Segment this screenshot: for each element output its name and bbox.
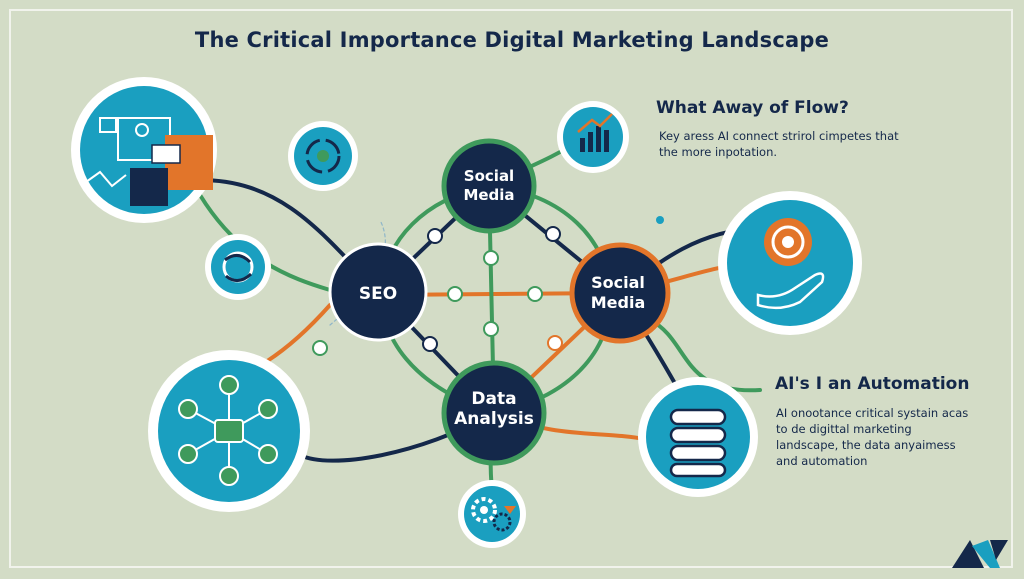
accent-dot (656, 216, 664, 224)
node-seo-label: SEO (359, 284, 397, 304)
junction-dot (545, 226, 561, 242)
node-social-media-top-line2: Media (463, 186, 514, 204)
junctions (312, 216, 664, 356)
node-social-media-right-line1: Social (591, 273, 645, 292)
node-social-media-top: Social Media (441, 138, 537, 234)
node-social-media-right-line2: Media (591, 293, 646, 312)
network-hub-icon (148, 350, 310, 512)
marketing-docs-icon (71, 77, 217, 223)
node-social-media-top-line1: Social (464, 167, 514, 185)
brand-logo-icon (952, 540, 1008, 568)
globe-arrows-icon (205, 234, 271, 300)
junction-dot (527, 286, 543, 302)
cycle-arrows-icon (288, 121, 358, 191)
chart-bars-icon (557, 101, 629, 173)
junction-dot (483, 250, 499, 266)
node-data-analysis: Data Analysis (441, 360, 547, 466)
automation-heading: AI's I an Automation (775, 374, 970, 394)
junction-dot (483, 321, 499, 337)
page-title: The Critical Importance Digital Marketin… (194, 28, 830, 52)
node-data-analysis-line2: Analysis (454, 409, 534, 429)
junction-dot (447, 286, 463, 302)
automation-description: AI onootance critical systain acas to de… (776, 406, 969, 468)
node-social-media-right: Social Media (569, 242, 671, 344)
target-hand-icon (718, 191, 862, 335)
page-border (9, 9, 1013, 568)
junction-dot (547, 335, 563, 351)
flow-heading: What Away of Flow? (656, 98, 849, 118)
node-seo: SEO (328, 242, 428, 342)
node-data-analysis-line1: Data (471, 389, 516, 409)
flow-description: Key aress AI connect strirol cimpetes th… (659, 129, 899, 159)
connector-right-auto (648, 318, 762, 393)
junction-dot (312, 340, 328, 356)
gears-icon (458, 480, 526, 548)
database-icon (638, 377, 758, 497)
junction-dot (427, 228, 443, 244)
junction-dot (422, 336, 438, 352)
